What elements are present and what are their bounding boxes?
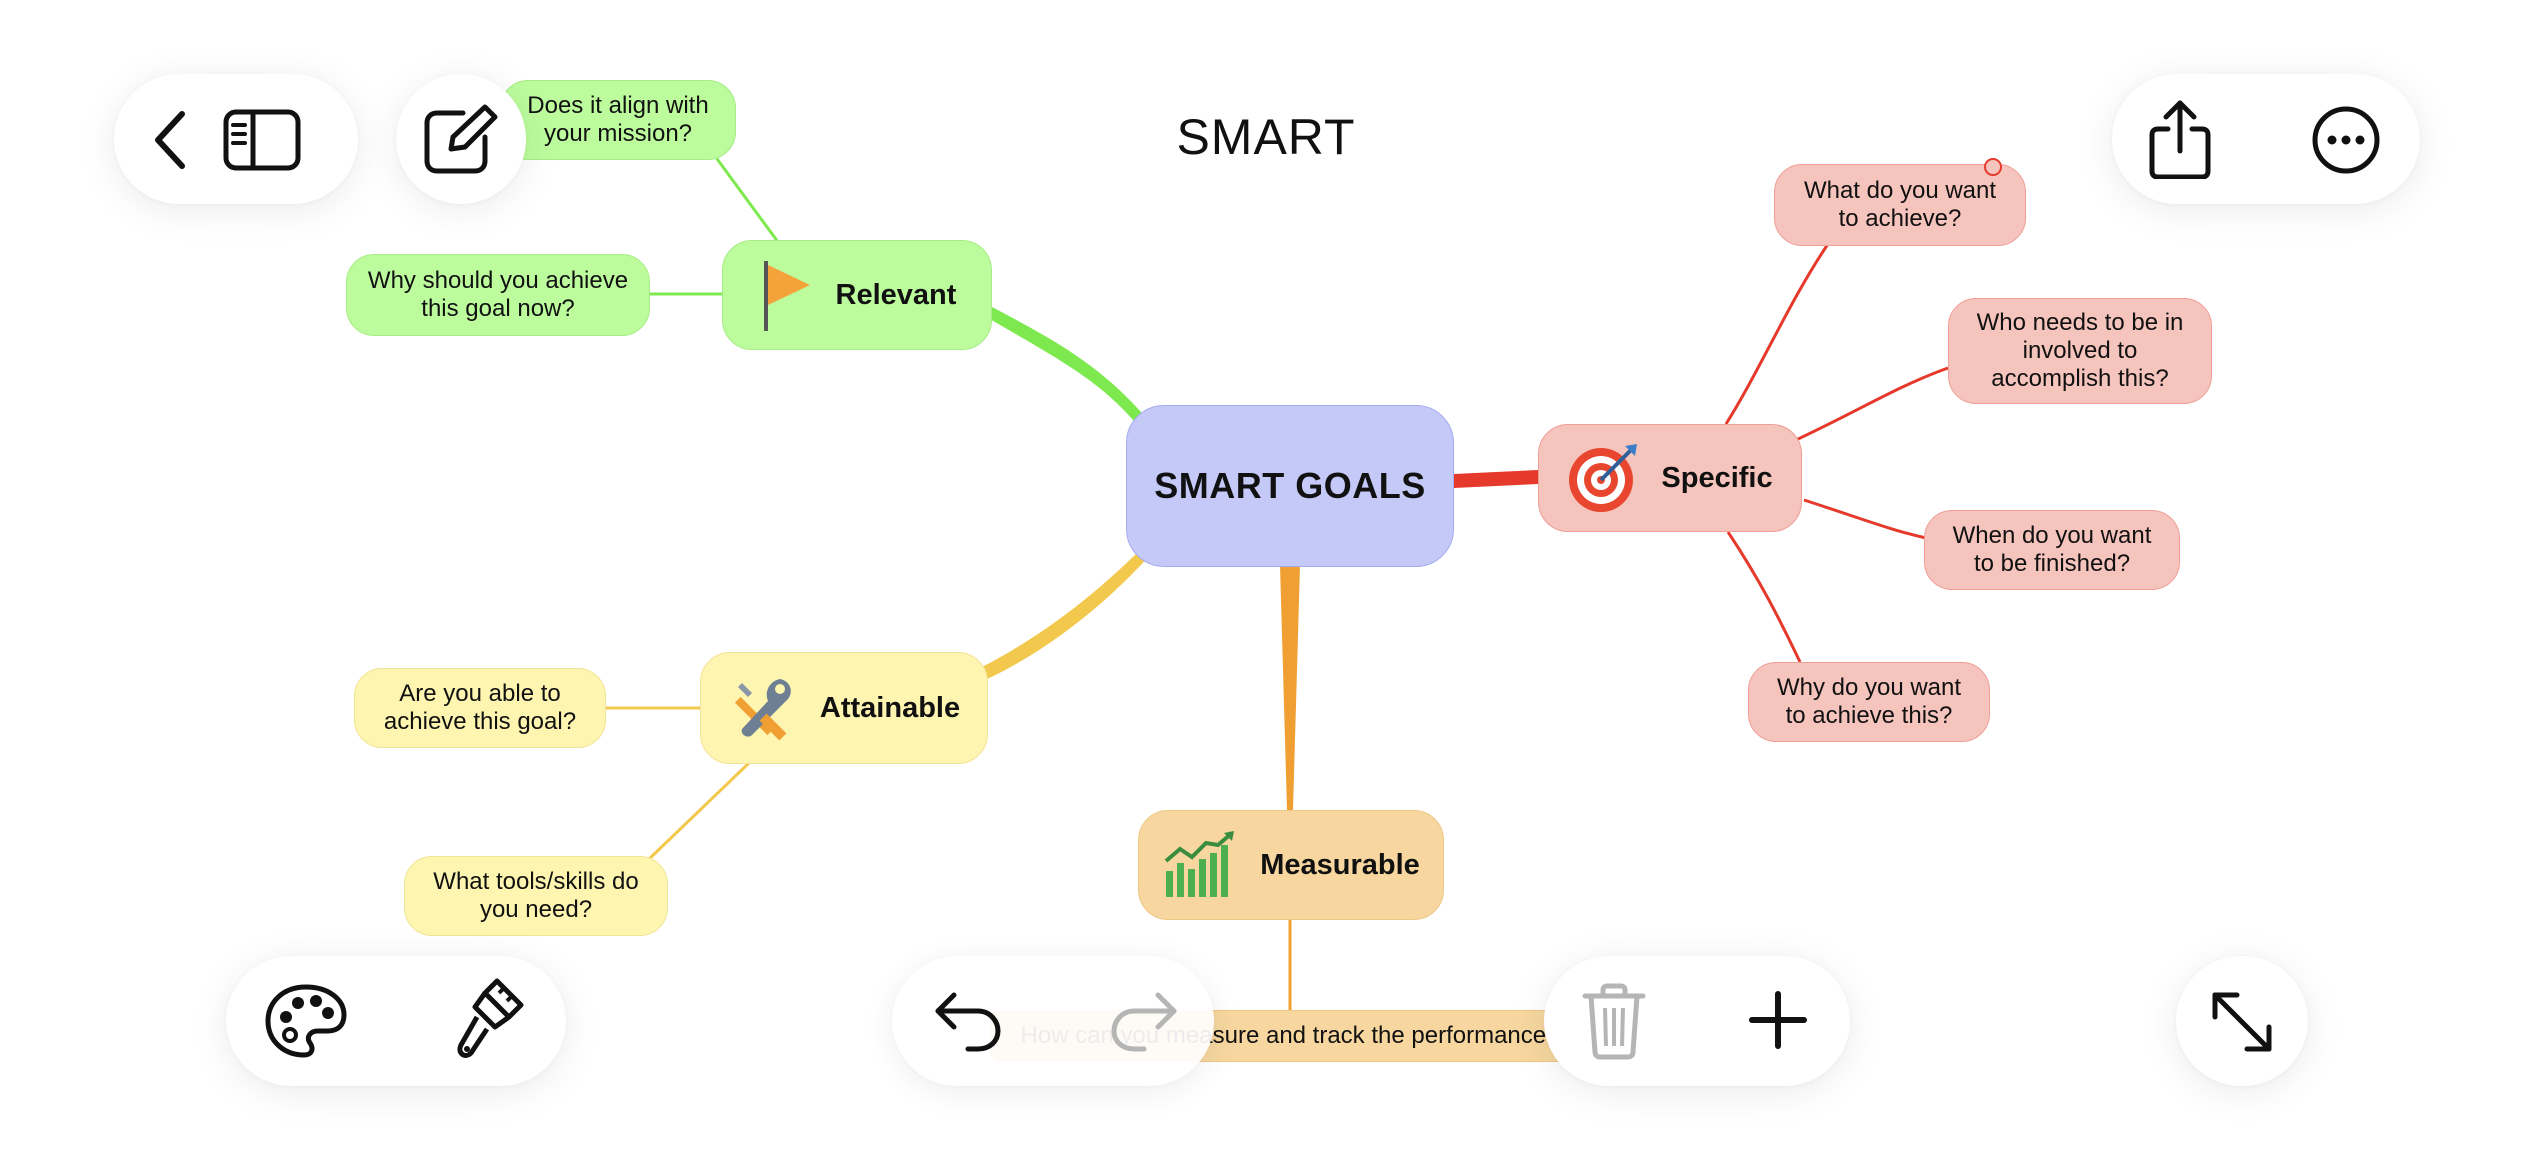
sidebar-icon (223, 109, 301, 171)
expand-button[interactable] (2200, 980, 2284, 1064)
trash-icon (1582, 983, 1646, 1060)
redo-button[interactable] (1102, 980, 1186, 1060)
palette-icon (265, 984, 347, 1058)
chart-increasing-icon (1162, 831, 1238, 899)
branch-specific[interactable]: Specific (1538, 424, 1802, 532)
branch-measurable-label: Measurable (1260, 848, 1420, 881)
document-title[interactable]: SMART (1176, 109, 1356, 165)
center-topic[interactable]: SMART GOALS (1126, 405, 1454, 567)
tools-icon (728, 673, 798, 743)
add-icon (1749, 991, 1807, 1049)
back-icon (155, 111, 185, 169)
connector-relevant (988, 306, 1148, 428)
branch-attainable-label: Attainable (819, 691, 961, 724)
connector-attainable (980, 548, 1150, 680)
more-icon (2312, 106, 2380, 174)
attainable-child-2[interactable]: What tools/skills do you need? (404, 856, 668, 936)
edit-button[interactable] (418, 98, 504, 180)
specific-child-2[interactable]: Who needs to be in involved to accomplis… (1948, 298, 2212, 404)
brush-icon (457, 978, 524, 1058)
branch-attainable[interactable]: Attainable (700, 652, 988, 764)
share-icon (2149, 100, 2211, 179)
add-button[interactable] (1738, 980, 1818, 1060)
undo-icon (935, 992, 1001, 1052)
target-icon (1567, 442, 1639, 514)
branch-relevant-label: Relevant (835, 278, 957, 311)
redo-icon (1111, 992, 1177, 1052)
attainable-child-1[interactable]: Are you able to achieve this goal? (354, 668, 606, 748)
branch-specific-label: Specific (1661, 461, 1773, 494)
specific-child-4[interactable]: Why do you want to achieve this? (1748, 662, 1990, 742)
delete-button[interactable] (1574, 976, 1654, 1066)
more-button[interactable] (2306, 100, 2386, 180)
connector-specific-3 (1803, 498, 1927, 540)
palette-button[interactable] (258, 976, 354, 1066)
connector-specific-2 (1795, 366, 1949, 442)
connector-measurable (1280, 565, 1300, 810)
connector-specific-1 (1724, 243, 1830, 425)
relevant-child-1[interactable]: Does it align with your mission? (500, 80, 736, 160)
brush-button[interactable] (446, 972, 532, 1068)
edit-icon (424, 104, 498, 174)
flag-icon (758, 257, 814, 333)
share-button[interactable] (2140, 96, 2220, 182)
specific-child-1[interactable]: What do you want to achieve? (1774, 164, 2026, 246)
edit-pill (396, 74, 526, 204)
relevant-child-2[interactable]: Why should you achieve this goal now? (346, 254, 650, 336)
top-left-toolbar (114, 74, 358, 204)
back-button[interactable] (140, 100, 200, 180)
connector-specific-4 (1726, 531, 1802, 663)
undo-button[interactable] (926, 980, 1010, 1060)
top-right-toolbar (2112, 74, 2420, 204)
specific-child-3[interactable]: When do you want to be finished? (1924, 510, 2180, 590)
connector-specific (1454, 470, 1538, 488)
branch-relevant[interactable]: Relevant (722, 240, 992, 350)
branch-measurable[interactable]: Measurable (1138, 810, 1444, 920)
connector-attainable-2 (646, 760, 752, 862)
sidebar-button[interactable] (222, 104, 302, 176)
selection-handle[interactable] (1984, 158, 2002, 176)
connector-relevant-1 (710, 151, 780, 243)
expand-icon (2212, 992, 2272, 1052)
